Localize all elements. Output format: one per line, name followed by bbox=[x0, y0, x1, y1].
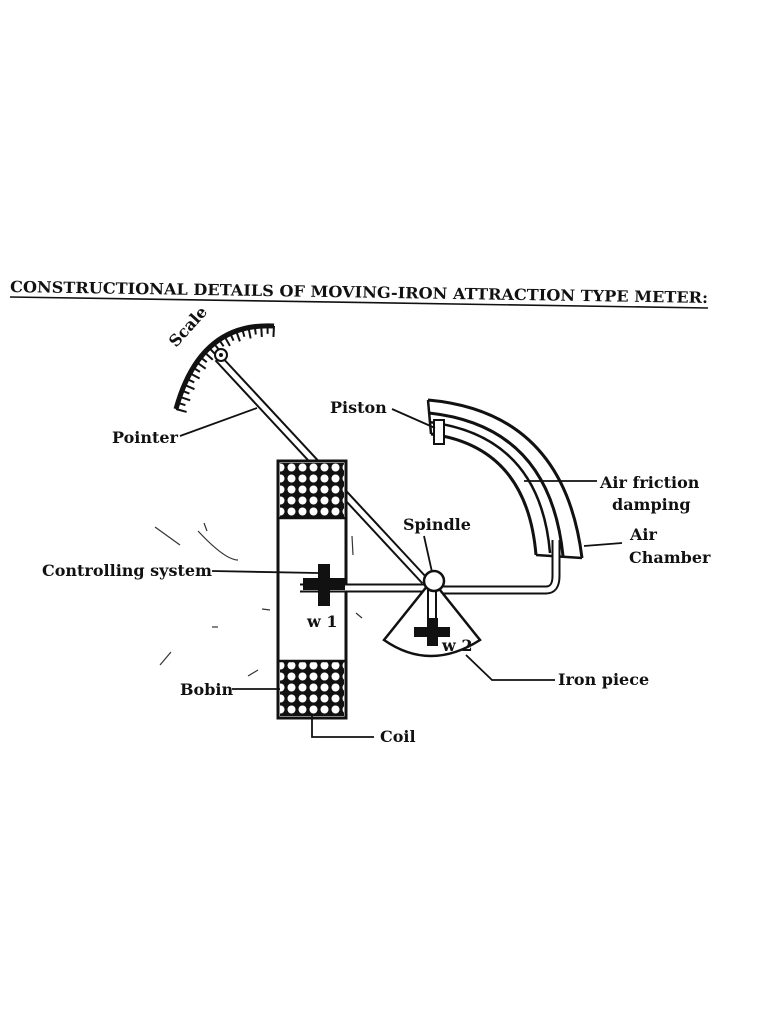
pointer-leader bbox=[180, 408, 257, 436]
controlling-system-label: Controlling system bbox=[42, 561, 212, 580]
coil-winding-top bbox=[280, 463, 344, 518]
air-chamber bbox=[428, 400, 582, 558]
air-friction-label-line2: damping bbox=[612, 495, 691, 514]
iron-piece-leader bbox=[466, 655, 555, 680]
scale-tick bbox=[261, 326, 262, 337]
scale-tick bbox=[255, 327, 256, 335]
scale-tick bbox=[176, 409, 187, 412]
piston bbox=[434, 420, 444, 444]
spindle-label: Spindle bbox=[403, 515, 471, 534]
air-chamber-leader bbox=[584, 543, 622, 546]
damping-rod bbox=[438, 540, 556, 590]
coil-winding-bottom bbox=[280, 661, 344, 716]
spindle-leader bbox=[424, 536, 432, 572]
scale-tick bbox=[205, 352, 213, 359]
diagram-title: CONSTRUCTIONAL DETAILS OF MOVING-IRON AT… bbox=[10, 277, 708, 308]
scale-label: Scale bbox=[165, 302, 211, 350]
spindle bbox=[424, 571, 444, 591]
air-chamber-label-line1: Air bbox=[629, 525, 657, 544]
piston-label: Piston bbox=[330, 398, 387, 417]
scale-tick bbox=[197, 362, 206, 368]
scale-tick bbox=[273, 326, 274, 337]
w2-label: w 2 bbox=[441, 636, 472, 655]
pointer-label: Pointer bbox=[112, 428, 179, 447]
iron-piece-label: Iron piece bbox=[558, 670, 649, 689]
air-friction-label-line1: Air friction bbox=[599, 473, 700, 492]
bobin-label: Bobin bbox=[180, 680, 233, 699]
w1-label: w 1 bbox=[306, 612, 337, 631]
air-chamber-label-line2: Chamber bbox=[629, 548, 711, 567]
coil-label: Coil bbox=[380, 727, 416, 746]
